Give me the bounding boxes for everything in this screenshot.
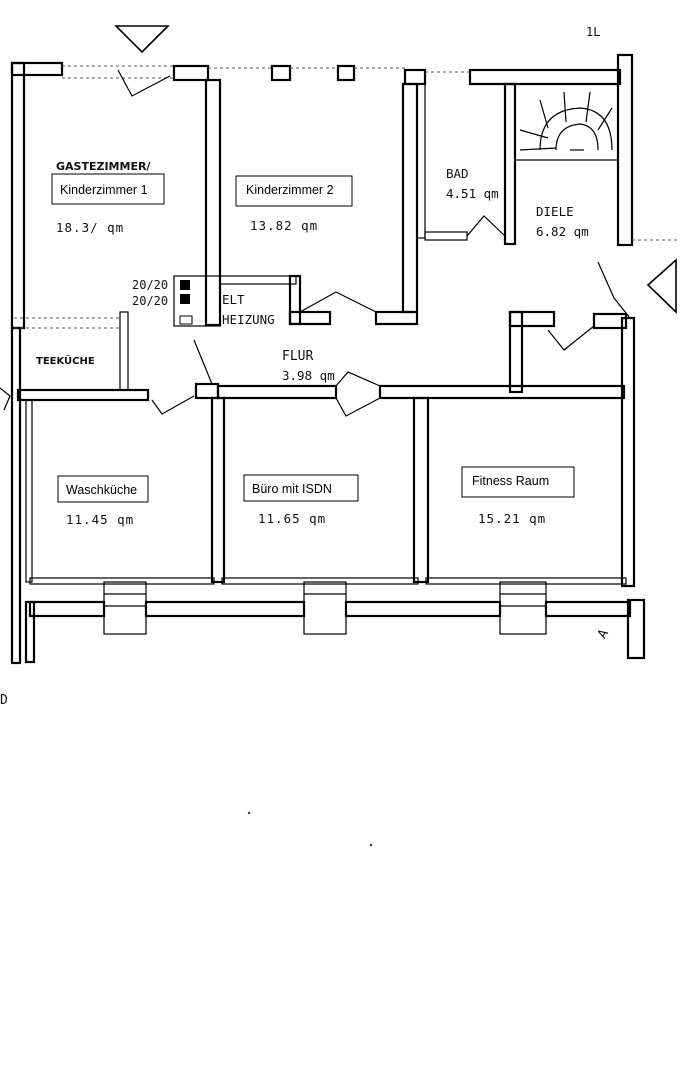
kinderzimmer1-label: Kinderzimmer 1 [60,183,148,197]
fitness-area: 15.21 qm [478,511,546,526]
fitness-label: Fitness Raum [472,474,549,488]
teekueche-label: TEEKÜCHE [36,353,95,367]
kinderzimmer2-box [235,175,353,207]
schacht-line2: 20/20 [132,294,168,308]
kinderzimmer2-area: 13.82 qm [250,218,318,233]
left-bottom-mark: D [0,693,8,708]
kinderzimmer1-area: 18.3/ qm [56,220,124,235]
kinderzimmer1-box [51,173,165,205]
top-right-mark: 1L [586,25,600,39]
kinderzimmer2-label: Kinderzimmer 2 [246,183,334,197]
buero-area: 11.65 qm [258,511,326,526]
staircase [519,91,613,151]
diele-label: DIELE [536,204,574,219]
shaft-square-3 [179,315,193,325]
section-mark: A [595,627,612,641]
gastezimmer-prefix: GASTEZIMMER/ [56,160,151,173]
bad-area: 4.51 qm [446,186,499,201]
shaft-square-2 [180,294,190,304]
bad-label: BAD [446,166,469,181]
heizung-label: HEIZUNG [222,312,275,327]
door-swings [0,69,631,417]
fitness-box [461,466,575,498]
shaft-square-1 [180,280,190,290]
interior-walls [16,78,628,585]
diele-area: 6.82 qm [536,224,589,239]
schacht-line1: 20/20 [132,278,168,292]
east-arrow-triangle-icon [646,258,677,314]
windows [14,65,680,635]
waschkueche-box [57,475,149,503]
flur-label: FLUR [282,349,313,364]
flur-area: 3.98 qm [282,368,335,383]
waschkueche-area: 11.45 qm [66,512,134,527]
buero-label: Büro mit ISDN [252,482,332,496]
outer-walls [10,53,646,665]
buero-box [243,474,359,502]
waschkueche-label: Waschküche [66,483,137,497]
elt-label: ELT [222,292,245,307]
north-arrow-triangle-icon [114,25,170,54]
speck [369,843,373,847]
speck [247,811,251,815]
